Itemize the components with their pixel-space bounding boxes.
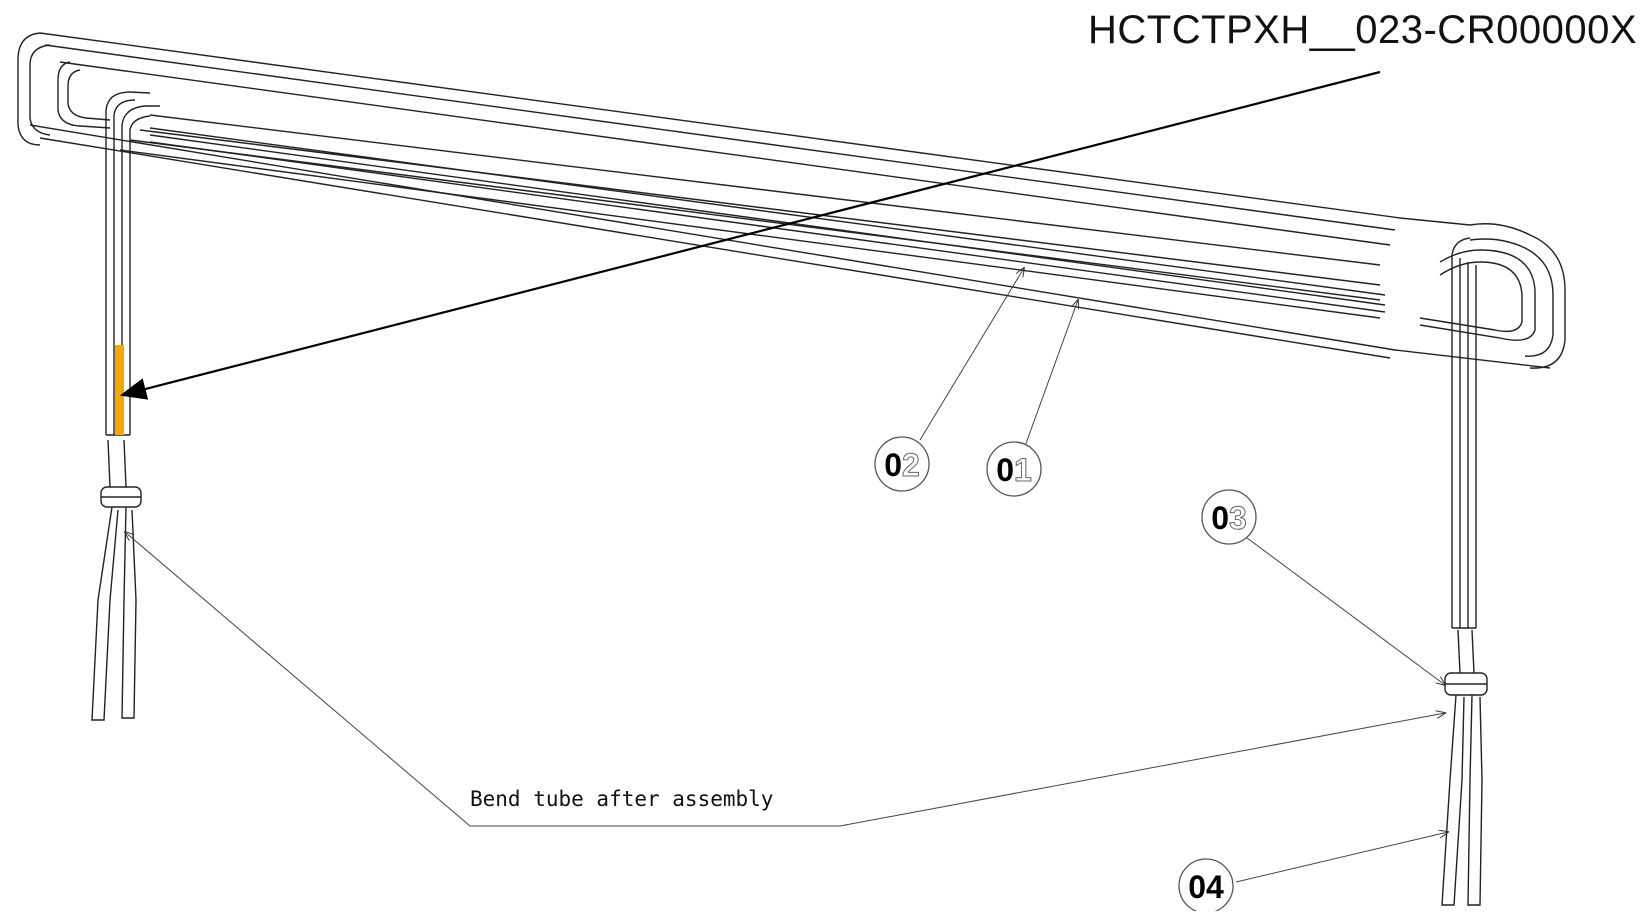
balloon-01: 01 bbox=[986, 441, 1042, 497]
svg-text:02: 02 bbox=[884, 447, 920, 483]
balloon-02-prefix: 0 bbox=[884, 447, 902, 483]
balloon-01-prefix: 0 bbox=[996, 452, 1014, 488]
balloon-03-digit: 3 bbox=[1229, 500, 1247, 536]
heating-element-frame bbox=[17, 32, 1566, 369]
balloon-01-digit: 1 bbox=[1014, 452, 1032, 488]
svg-text:01: 01 bbox=[996, 452, 1032, 488]
balloon-03-prefix: 0 bbox=[1211, 500, 1229, 536]
balloon-04-digit: 4 bbox=[1206, 869, 1224, 905]
sensor-highlight bbox=[115, 345, 124, 435]
part-number-label: HCTCTPXH__023-CR00000X bbox=[1087, 8, 1637, 52]
assembly-note: Bend tube after assembly bbox=[470, 787, 774, 811]
left-leg bbox=[91, 91, 160, 721]
balloon-02-digit: 2 bbox=[902, 447, 920, 483]
balloon-04-prefix: 0 bbox=[1188, 869, 1206, 905]
balloon-02: 02 bbox=[874, 436, 930, 492]
part-number-leader bbox=[119, 70, 1381, 400]
balloon-04: 04 bbox=[1178, 858, 1234, 914]
leader-lines bbox=[125, 268, 1448, 883]
svg-text:04: 04 bbox=[1188, 869, 1224, 905]
svg-text:03: 03 bbox=[1211, 500, 1247, 536]
right-leg bbox=[1441, 237, 1488, 906]
balloon-03: 03 bbox=[1201, 489, 1257, 545]
